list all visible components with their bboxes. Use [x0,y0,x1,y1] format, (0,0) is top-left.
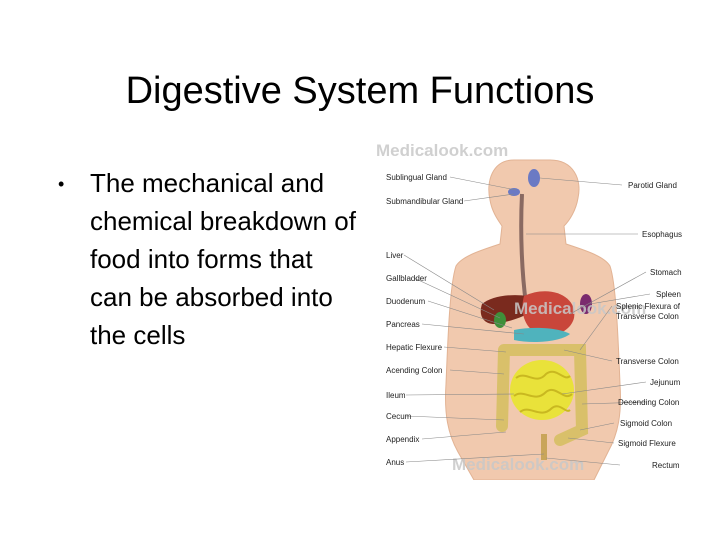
label-anus: Anus [386,458,404,467]
right-labels: Parotid Gland Esophagus Stomach Spleen S… [616,181,682,470]
label-transverse-colon: Transverse Colon [616,357,679,366]
gallbladder-shape [494,312,506,328]
watermark-top: Medicalook.com [376,141,508,160]
spleen-shape [580,294,592,314]
label-parotid-gland: Parotid Gland [628,181,677,190]
esophagus-shape [519,193,528,305]
left-labels: Sublingual Gland Submandibular Gland Liv… [386,173,463,467]
slide-title: Digestive System Functions [125,70,595,112]
digestive-system-diagram: Medicalook.com Medicalook.com Medicalook… [376,141,682,480]
label-gallbladder: Gallbladder [386,274,427,283]
small-intestine-shape [510,360,574,420]
label-stomach: Stomach [650,268,682,277]
label-cecum: Cecum [386,412,412,421]
intestine-folds [513,370,573,414]
pancreas-shape [514,327,570,342]
label-submandibular-gland: Submandibular Gland [386,197,463,206]
label-sigmoid-flexure: Sigmoid Flexure [618,439,676,448]
label-liver: Liver [386,251,404,260]
label-decending-colon: Decending Colon [618,398,679,407]
label-sublingual-gland: Sublingual Gland [386,173,447,182]
stomach-shape [522,291,575,335]
colon-shape [496,344,589,446]
watermark-bottom: Medicalook.com [452,455,584,474]
salivary-gland-shape [508,188,520,196]
label-spleen: Spleen [656,290,681,299]
leader-lines [403,176,651,466]
label-esophagus: Esophagus [642,230,682,239]
label-appendix: Appendix [386,435,419,444]
label-duodenum: Duodenum [386,297,425,306]
label-splenic-flexura-line2: Transverse Colon [616,312,679,321]
label-sigmoid-colon: Sigmoid Colon [620,419,672,428]
label-acending-colon: Acending Colon [386,366,442,375]
label-splenic-flexura: Splenic Flexura of [616,302,681,311]
label-ileum: Ileum [386,391,406,400]
label-hepatic-flexure: Hepatic Flexure [386,343,443,352]
label-pancreas: Pancreas [386,320,420,329]
label-jejunum: Jejunum [650,378,681,387]
parotid-gland-shape [528,169,540,187]
label-rectum: Rectum [652,461,680,470]
bullet-marker: • [58,174,65,194]
bullet-item: The mechanical and chemical breakdown of… [90,168,356,350]
